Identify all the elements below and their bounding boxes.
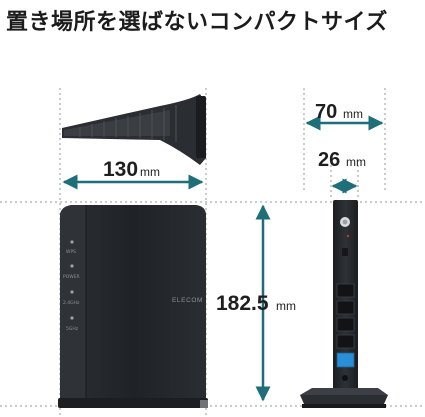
height-value: 182.5 [216, 292, 269, 315]
led-label-24ghz: 2.4GHz [63, 300, 80, 306]
router-side-view [300, 200, 388, 408]
brand-logo: ELECOM [172, 297, 203, 304]
depth-unit: mm [343, 107, 363, 121]
router-top-view [62, 94, 206, 165]
headline: 置き場所を選ばないコンパクトサイズ [6, 10, 388, 35]
depth-value: 70 [315, 101, 337, 123]
width-value: 130 [103, 158, 138, 181]
base-depth-value: 26 [318, 149, 340, 171]
led-label-wps: WPS [66, 249, 76, 255]
base-depth-unit: mm [346, 155, 366, 169]
led-label-5ghz: 5GHz [66, 326, 79, 332]
height-unit: mm [276, 299, 296, 313]
led-label-power: POWER [63, 274, 80, 280]
router-front-view: WPS POWER 2.4GHz 5GHz ELECOM [58, 205, 208, 408]
width-unit: mm [140, 165, 160, 179]
